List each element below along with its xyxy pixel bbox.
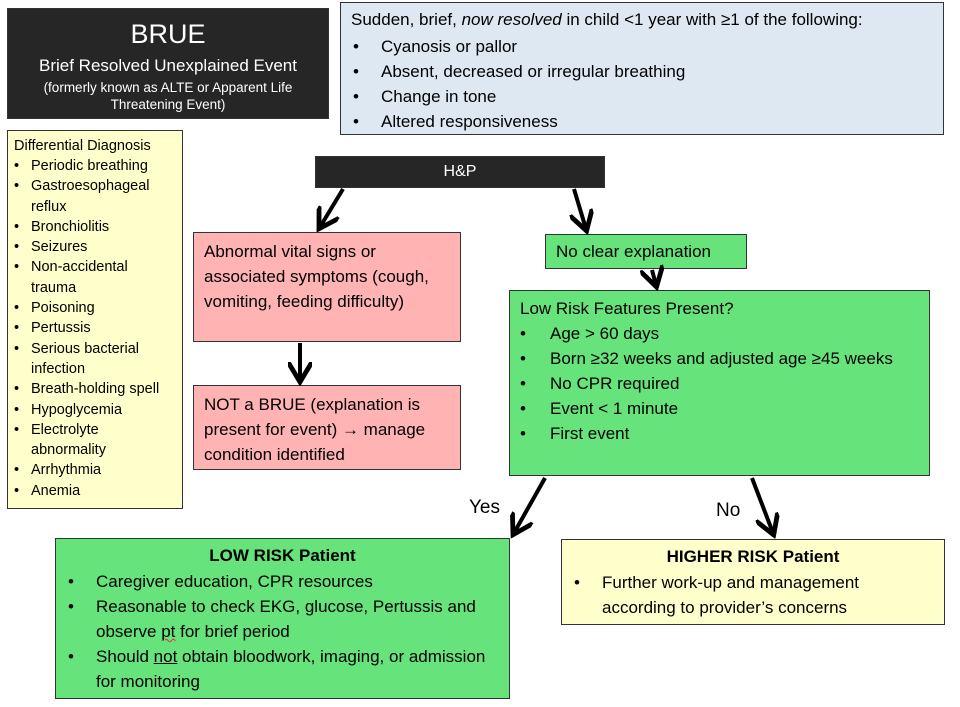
low-risk-patient-item: Caregiver education, CPR resources [66,569,499,594]
no-label: No [716,500,741,521]
higher-risk-patient-box: HIGHER RISK Patient Further work-up and … [561,539,945,625]
higher-risk-patient-heading: HIGHER RISK Patient [666,547,840,566]
low-risk-features-heading: Low Risk Features Present? [520,299,734,318]
title-box: BRUE Brief Resolved Unexplained Event (f… [7,8,329,119]
low-risk-feature-item: No CPR required [520,371,919,396]
low-risk-feature-item: First event [520,421,919,446]
underlined-word: not [153,647,178,666]
criteria-box: Sudden, brief, now resolved in child <1 … [340,2,944,135]
criteria-item: Altered responsiveness [351,109,933,134]
differential-item: Seizures [14,237,176,258]
criteria-item: Change in tone [351,84,933,109]
higher-risk-patient-list: Further work-up and management according… [572,570,934,620]
differential-list: Periodic breathing Gastroesophageal refl… [14,156,176,501]
criteria-intro-start: Sudden, brief, [351,10,462,29]
differential-item: Bronchiolitis [14,217,176,238]
differential-item: Pertussis [14,318,176,339]
hp-label: H&P [443,163,477,180]
differential-item: Non-accidental trauma [14,257,176,298]
not-brue-text: NOT a BRUE (explanation is present for e… [204,395,426,464]
criteria-intro-end: in child <1 year with ≥1 of the followin… [561,10,863,29]
higher-risk-patient-item: Further work-up and management according… [572,570,934,620]
not-brue-box: NOT a BRUE (explanation is present for e… [193,385,461,470]
spellcheck-word: pt [161,622,176,641]
differential-item: Breath-holding spell [14,379,176,400]
item-text: for brief period [175,622,290,641]
differential-item: Periodic breathing [14,156,176,177]
arrow-no-clear-to-low-risk [652,270,656,285]
abnormal-box: Abnormal vital signs or associated sympt… [193,232,461,342]
low-risk-patient-list: Caregiver education, CPR resources Reaso… [66,569,499,694]
low-risk-features-list: Age > 60 days Born ≥32 weeks and adjuste… [520,321,919,446]
criteria-intro: Sudden, brief, now resolved in child <1 … [351,9,933,31]
low-risk-patient-heading: LOW RISK Patient [209,546,356,565]
low-risk-feature-item: Event < 1 minute [520,396,919,421]
low-risk-patient-item: Should not obtain bloodwork, imaging, or… [66,644,499,694]
differential-item: Anemia [14,481,176,502]
item-text: obtain bloodwork, imaging, or admission … [96,647,486,691]
abnormal-text: Abnormal vital signs or associated sympt… [204,242,429,311]
differential-heading: Differential Diagnosis [14,138,151,154]
subtitle: Brief Resolved Unexplained Event [39,56,297,75]
criteria-list: Cyanosis or pallor Absent, decreased or … [351,34,933,134]
differential-item: Electrolyte abnormality [14,420,176,461]
no-clear-explanation-text: No clear explanation [556,242,711,261]
arrow-yes [514,477,547,533]
differential-item: Arrhythmia [14,460,176,481]
title-note: (formerly known as ALTE or Apparent Life… [43,80,293,112]
hp-box: H&P [315,156,605,188]
arrow-hp-to-no-clear [574,188,586,229]
differential-item: Hypoglycemia [14,400,176,421]
item-text: Reasonable to check EKG, glucose, Pertus… [96,597,476,641]
item-text: Should [96,647,154,666]
low-risk-feature-item: Born ≥32 weeks and adjusted age ≥45 week… [520,346,919,371]
differential-item: Gastroesophageal reflux [14,176,176,217]
differential-box: Differential Diagnosis Periodic breathin… [7,130,183,509]
criteria-intro-emphasis: now resolved [461,10,562,29]
yes-label: Yes [469,497,500,518]
low-risk-patient-item: Reasonable to check EKG, glucose, Pertus… [66,594,499,644]
differential-item: Poisoning [14,298,176,319]
arrow-no [750,477,773,533]
low-risk-feature-item: Age > 60 days [520,321,919,346]
low-risk-patient-box: LOW RISK Patient Caregiver education, CP… [55,538,510,699]
criteria-item: Absent, decreased or irregular breathing [351,59,933,84]
no-clear-explanation-box: No clear explanation [545,234,747,269]
title: BRUE [130,19,206,49]
low-risk-features-box: Low Risk Features Present? Age > 60 days… [509,290,930,476]
criteria-item: Cyanosis or pallor [351,34,933,59]
arrow-hp-to-abnormal [320,187,345,227]
differential-item: Serious bacterial infection [14,339,176,380]
